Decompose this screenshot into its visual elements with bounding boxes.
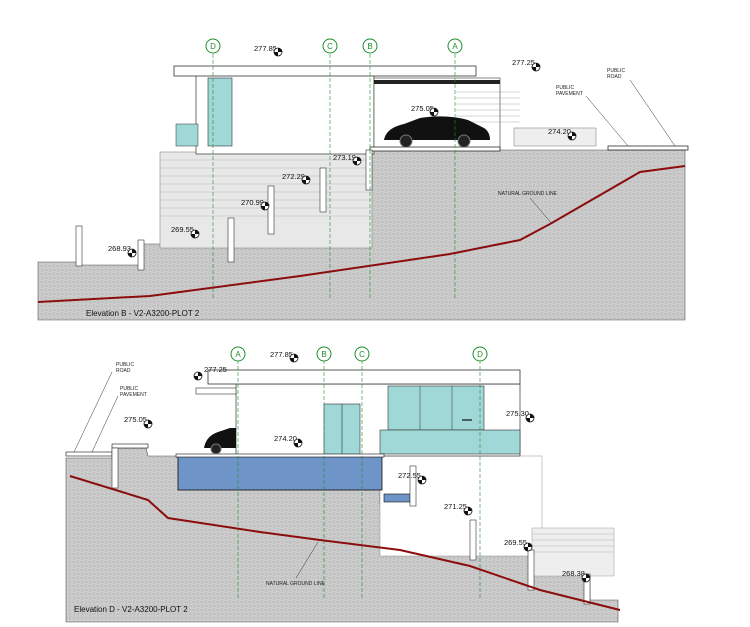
grid-bubbles-b: D C B A <box>205 38 463 54</box>
level-value: 271.25 <box>444 502 467 511</box>
natural-ground-line-label: NATURAL GROUND LINE <box>266 581 326 587</box>
grid-label: C <box>359 350 365 359</box>
public-road <box>607 145 689 151</box>
grid-bubbles-d: A B C D <box>230 346 488 362</box>
elevation-d: A B C D 277.85 277.25 275.05 274.20 275.… <box>65 346 621 623</box>
car-icon <box>204 428 236 455</box>
level-value: 272.29 <box>282 172 305 181</box>
grid-label: A <box>452 42 458 51</box>
level-value: 274.20 <box>274 434 297 443</box>
level-value: 269.55 <box>504 538 527 547</box>
carport-beam <box>374 80 500 84</box>
drive-slab <box>369 146 501 152</box>
level-value: 273.19 <box>333 153 356 162</box>
grid-label: B <box>321 350 326 359</box>
window-glass <box>207 77 233 147</box>
lower-block <box>379 455 543 557</box>
level-value: 274.20 <box>548 127 571 136</box>
natural-ground-line <box>69 475 621 611</box>
car-icon <box>384 116 490 148</box>
level-markers-b: 277.85 277.25 275.05 274.20 273.19 272.2… <box>108 44 577 258</box>
level-value: 275.30 <box>506 409 529 418</box>
grid-label: B <box>367 42 372 51</box>
public-road <box>65 451 113 457</box>
balustrade-glass <box>379 429 521 455</box>
level-markers-d: 277.85 277.25 275.05 274.20 275.30 272.5… <box>124 350 591 583</box>
natural-ground-line <box>37 165 686 303</box>
level-value: 270.99 <box>241 198 264 207</box>
level-value: 272.55 <box>398 471 421 480</box>
grid-label: A <box>235 350 241 359</box>
level-value: 269.55 <box>171 225 194 234</box>
grid-label: D <box>210 42 216 51</box>
roof-slab <box>207 369 521 385</box>
elevation-d-title: Elevation D - V2-A3200-PLOT 2 <box>74 605 188 614</box>
boundary-wall <box>513 127 597 147</box>
roof-slab <box>173 65 477 77</box>
elevation-b: D C B A 277.85 277.25 275.05 274.20 273.… <box>37 38 689 321</box>
level-value: 277.25 <box>204 365 227 374</box>
level-value: 268.93 <box>108 244 131 253</box>
pool-step <box>383 493 411 503</box>
level-value: 277.25 <box>512 58 535 67</box>
grid-label: D <box>477 350 483 359</box>
level-value: 275.05 <box>411 104 434 113</box>
level-value: 268.38 <box>562 569 585 578</box>
drive-slab <box>111 443 149 449</box>
balustrade-glass <box>175 123 199 147</box>
canopy <box>195 387 237 395</box>
level-value: 275.05 <box>124 415 147 424</box>
elevation-b-title: Elevation B - V2-A3200-PLOT 2 <box>86 309 200 318</box>
natural-ground-line-label: NATURAL GROUND LINE <box>498 191 558 197</box>
level-value: 277.85 <box>270 350 293 359</box>
pool <box>177 455 383 491</box>
window-glass <box>387 385 485 431</box>
grid-label: C <box>327 42 333 51</box>
level-value: 277.85 <box>254 44 277 53</box>
